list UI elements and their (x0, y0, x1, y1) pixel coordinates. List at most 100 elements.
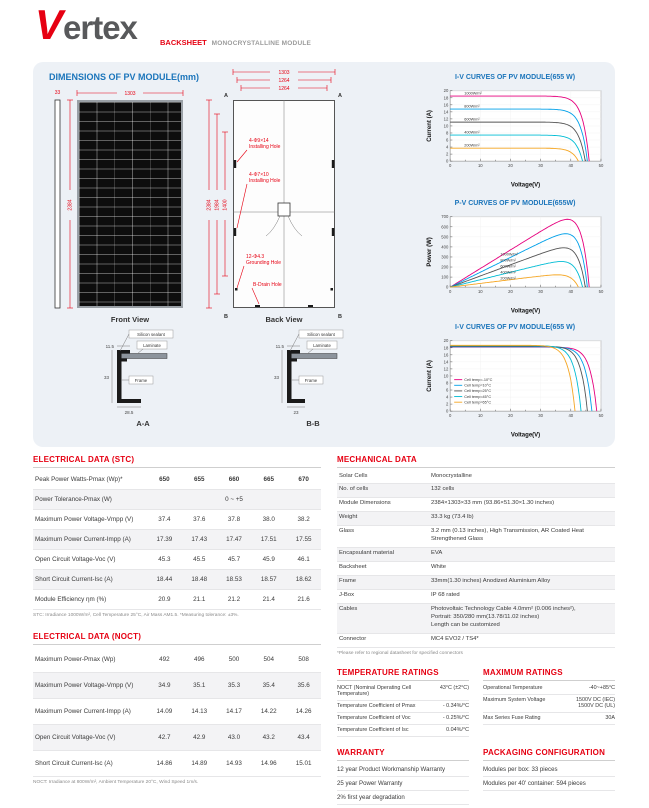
row-value: 37.6 (193, 516, 206, 523)
section-mark-a: A (338, 93, 342, 99)
electrical-stc-title: ELECTRICAL DATA (STC) (33, 455, 321, 468)
legend-entry: Cell temp=10°C (464, 384, 491, 388)
svg-text:10: 10 (444, 373, 449, 378)
svg-text:0: 0 (449, 163, 452, 168)
row-value: 33mm(1.30 inches) Anodized Aluminium All… (431, 578, 613, 586)
curve-label: 200W/m² (464, 144, 480, 148)
row-label: Maximum System Voltage (483, 697, 546, 704)
value-line: 1500V DC (IEC) (576, 697, 615, 704)
brand-logo: Vertex (35, 4, 138, 46)
svg-text:10: 10 (478, 413, 483, 418)
legend-entry: Cell temp=65°C (464, 400, 491, 404)
row-value: 14.86 (156, 760, 173, 768)
svg-text:400: 400 (441, 244, 449, 249)
row-value: - 0.34%/°C (443, 703, 469, 709)
row-value: 18.62 (295, 576, 312, 583)
tagline-backsheet: BACKSHEET (160, 38, 207, 47)
row-label: Encapsulant material (339, 550, 395, 557)
row-value: 18.53 (226, 576, 242, 583)
legend-entry: Cell temp=45°C (464, 395, 491, 399)
row-value: 3.2 mm (0.13 inches), High Transmission,… (431, 528, 613, 544)
section-mark-a: A (224, 93, 228, 99)
maximum-ratings-table: Operational Temperature-40~+85°C Maximum … (483, 683, 615, 725)
svg-text:30: 30 (538, 289, 543, 294)
row-value: 21.1 (193, 596, 206, 603)
row-value: 18.57 (260, 576, 277, 583)
electrical-stc-section: ELECTRICAL DATA (STC) Peak Power Watts-P… (33, 455, 321, 619)
svg-text:40: 40 (568, 163, 573, 168)
legend-entry: Cell temp=25°C (464, 389, 491, 393)
dim-back-width-1: 1303 (278, 70, 289, 76)
value-line: Portrait: 350/280 mm(13.78/11.02 inches) (431, 614, 540, 621)
row-value: 34.9 (158, 682, 171, 690)
row-value: 45.3 (158, 556, 171, 563)
curve-label: 800W/m² (500, 259, 516, 263)
frame-web (117, 350, 122, 403)
row-value: 35.1 (193, 682, 206, 690)
spec-tables: ELECTRICAL DATA (STC) Peak Power Watts-P… (33, 455, 615, 808)
dim-aa-height: 33 (104, 375, 110, 380)
value-line: Length can be customized (431, 622, 500, 629)
row-value: 14.93 (226, 760, 242, 768)
list-item: Modules per box: 33 pieces (483, 763, 615, 777)
chart-title-iv-temperature: I-V CURVES OF PV MODULE(655 W) (454, 324, 576, 331)
value-line: MC4 EVO2 / TS4* (431, 636, 479, 643)
curve-label: 400W/m² (500, 271, 516, 275)
chart-title-pv: P-V CURVES OF PV MODULE(655W) (454, 200, 576, 207)
warranty-packaging-row: WARRANTY 12 year Product Workmanship War… (337, 748, 615, 808)
table-row: Temperature Coefficient of Voc- 0.25%/°C (337, 713, 469, 725)
row-value: 2384×1303×33 mm (93.86×51.30×1.30 inches… (431, 500, 613, 508)
dim-bb-top: 11.5 (276, 344, 285, 349)
frame-web (287, 350, 292, 403)
row-label: Backsheet (339, 564, 367, 571)
dim-front-height: 2384 (68, 199, 74, 210)
curve-label: 800W/m² (464, 104, 480, 108)
svg-text:600: 600 (441, 224, 449, 229)
row-value: 21.4 (262, 596, 275, 603)
value-line: -40~+85°C (588, 685, 615, 692)
dim-back-width-3: 1264 (278, 86, 289, 92)
y-axis-label: Power (W) (427, 237, 433, 266)
svg-text:6: 6 (446, 138, 449, 143)
row-value: 35.6 (297, 682, 310, 690)
row-value: White (431, 564, 613, 572)
value-line: - 0.34%/°C (442, 703, 469, 710)
svg-text:300: 300 (441, 254, 449, 259)
value-line: 30A (605, 715, 615, 722)
svg-text:10: 10 (444, 123, 449, 128)
list-item: 2% first year degradation (337, 791, 469, 805)
row-value: 35.3 (227, 682, 241, 690)
row-value: 14.89 (191, 760, 208, 768)
row-value: 660 (228, 476, 240, 483)
curve-400W/m² (450, 261, 584, 288)
mechanical-data-title: MECHANICAL DATA (337, 455, 615, 468)
row-value: 45.5 (193, 556, 206, 563)
row-value: 43.2 (262, 734, 275, 742)
row-value: 500 (228, 656, 240, 664)
table-row: Operational Temperature-40~+85°C (483, 683, 615, 695)
value-line: 33mm(1.30 inches) Anodized Aluminium All… (431, 578, 551, 585)
table-row: NOCT (Nominal Operating Cell Temperature… (337, 683, 469, 701)
row-value: 46.1 (297, 556, 310, 563)
row-label: No. of cells (339, 486, 369, 493)
temperature-ratings-section: TEMPERATURE RATINGS NOCT (Nominal Operat… (337, 668, 469, 737)
svg-text:30: 30 (538, 413, 543, 418)
row-value: 33.3 kg (73.4 lb) (431, 514, 613, 522)
curve-400W/m² (450, 134, 584, 162)
value-line: - 0.25%/°C (442, 715, 469, 722)
list-item: Modules per 40' container: 594 pieces (483, 777, 615, 791)
dim-aa-bottom: 28.5 (125, 410, 134, 415)
maximum-ratings-section: MAXIMUM RATINGS Operational Temperature-… (483, 668, 615, 737)
row-value: 38.0 (262, 516, 275, 523)
svg-text:6: 6 (446, 388, 449, 393)
svg-text:8: 8 (446, 130, 449, 135)
